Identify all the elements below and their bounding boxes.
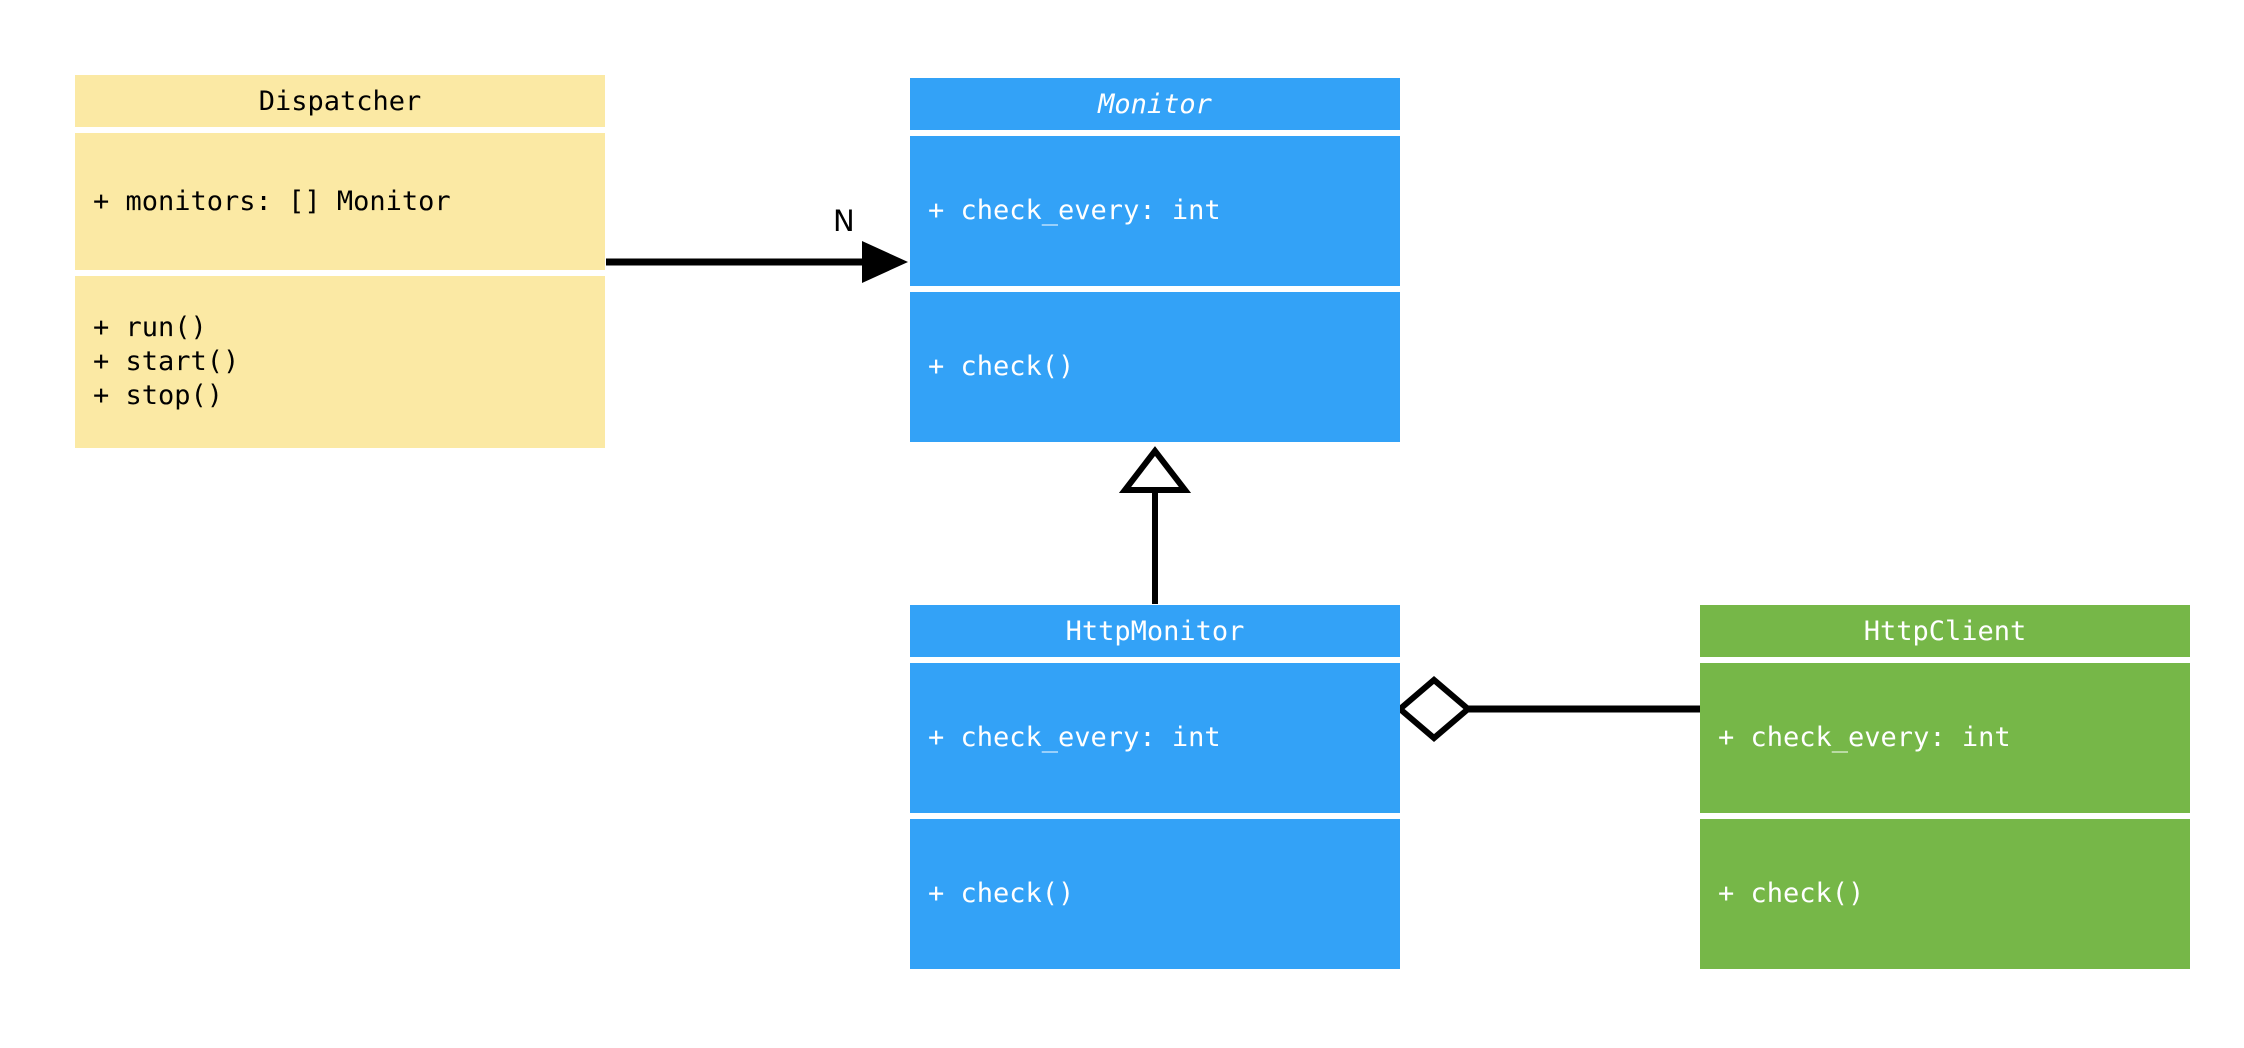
attributes-compartment-monitor: + check_every: int [910, 136, 1400, 286]
method-row: + run() [93, 312, 207, 343]
aggregation-httpmonitor-httpclient[interactable] [1395, 676, 1700, 742]
class-box-dispatcher[interactable]: Dispatcher + monitors: [] Monitor + run(… [75, 75, 605, 448]
attributes-compartment-http-client: + check_every: int [1700, 663, 2190, 813]
hollow-triangle-icon [1118, 446, 1192, 493]
filled-arrowhead-icon [862, 241, 908, 283]
attributes-compartment-dispatcher: + monitors: [] Monitor [75, 133, 605, 270]
methods-compartment-http-monitor: + check() [910, 819, 1400, 969]
class-box-http-client[interactable]: HttpClient + check_every: int + check() [1700, 605, 2190, 969]
association-multiplicity-label: N [833, 204, 855, 238]
class-box-monitor[interactable]: Monitor + check_every: int + check() [910, 78, 1400, 442]
method-row: + check() [928, 878, 1075, 909]
class-name-monitor: Monitor [910, 78, 1400, 130]
class-box-http-monitor[interactable]: HttpMonitor + check_every: int + check() [910, 605, 1400, 969]
hollow-diamond-icon [1395, 676, 1473, 742]
method-row: + start() [93, 346, 240, 377]
attribute-row: + check_every: int [1718, 722, 2011, 753]
methods-compartment-monitor: + check() [910, 292, 1400, 442]
attribute-row: + monitors: [] Monitor [93, 185, 451, 217]
attributes-compartment-http-monitor: + check_every: int [910, 663, 1400, 813]
attribute-row: + check_every: int [928, 722, 1221, 753]
method-row: + stop() [93, 380, 224, 411]
class-name-http-monitor: HttpMonitor [910, 605, 1400, 657]
class-name-http-client: HttpClient [1700, 605, 2190, 657]
methods-compartment-http-client: + check() [1700, 819, 2190, 969]
association-dispatcher-monitor[interactable] [606, 241, 908, 283]
method-row: + check() [928, 351, 1075, 382]
method-row: + check() [1718, 878, 1865, 909]
class-name-dispatcher: Dispatcher [75, 75, 605, 127]
methods-compartment-dispatcher: + run() + start() + stop() [75, 276, 605, 448]
generalization-httpmonitor-monitor[interactable] [1118, 446, 1192, 604]
attribute-row: + check_every: int [928, 195, 1221, 226]
